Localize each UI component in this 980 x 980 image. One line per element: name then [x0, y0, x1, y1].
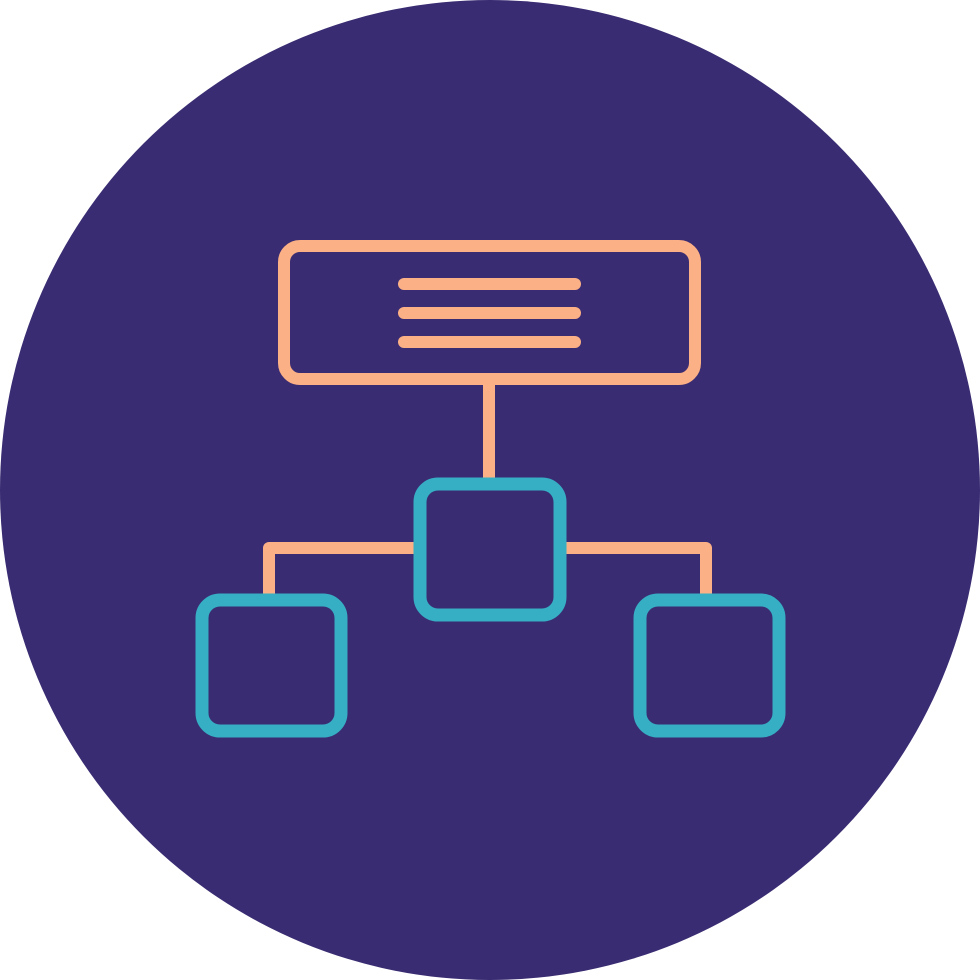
connector-left-branch	[263, 542, 426, 603]
connector-lines	[263, 377, 712, 603]
center-child-node	[413, 477, 567, 622]
connector-right-branch	[554, 542, 712, 603]
child-nodes	[195, 477, 786, 738]
left-child-node	[195, 593, 348, 738]
header-box-outline	[278, 240, 701, 385]
header-box	[278, 240, 701, 385]
right-child-node	[633, 593, 786, 738]
